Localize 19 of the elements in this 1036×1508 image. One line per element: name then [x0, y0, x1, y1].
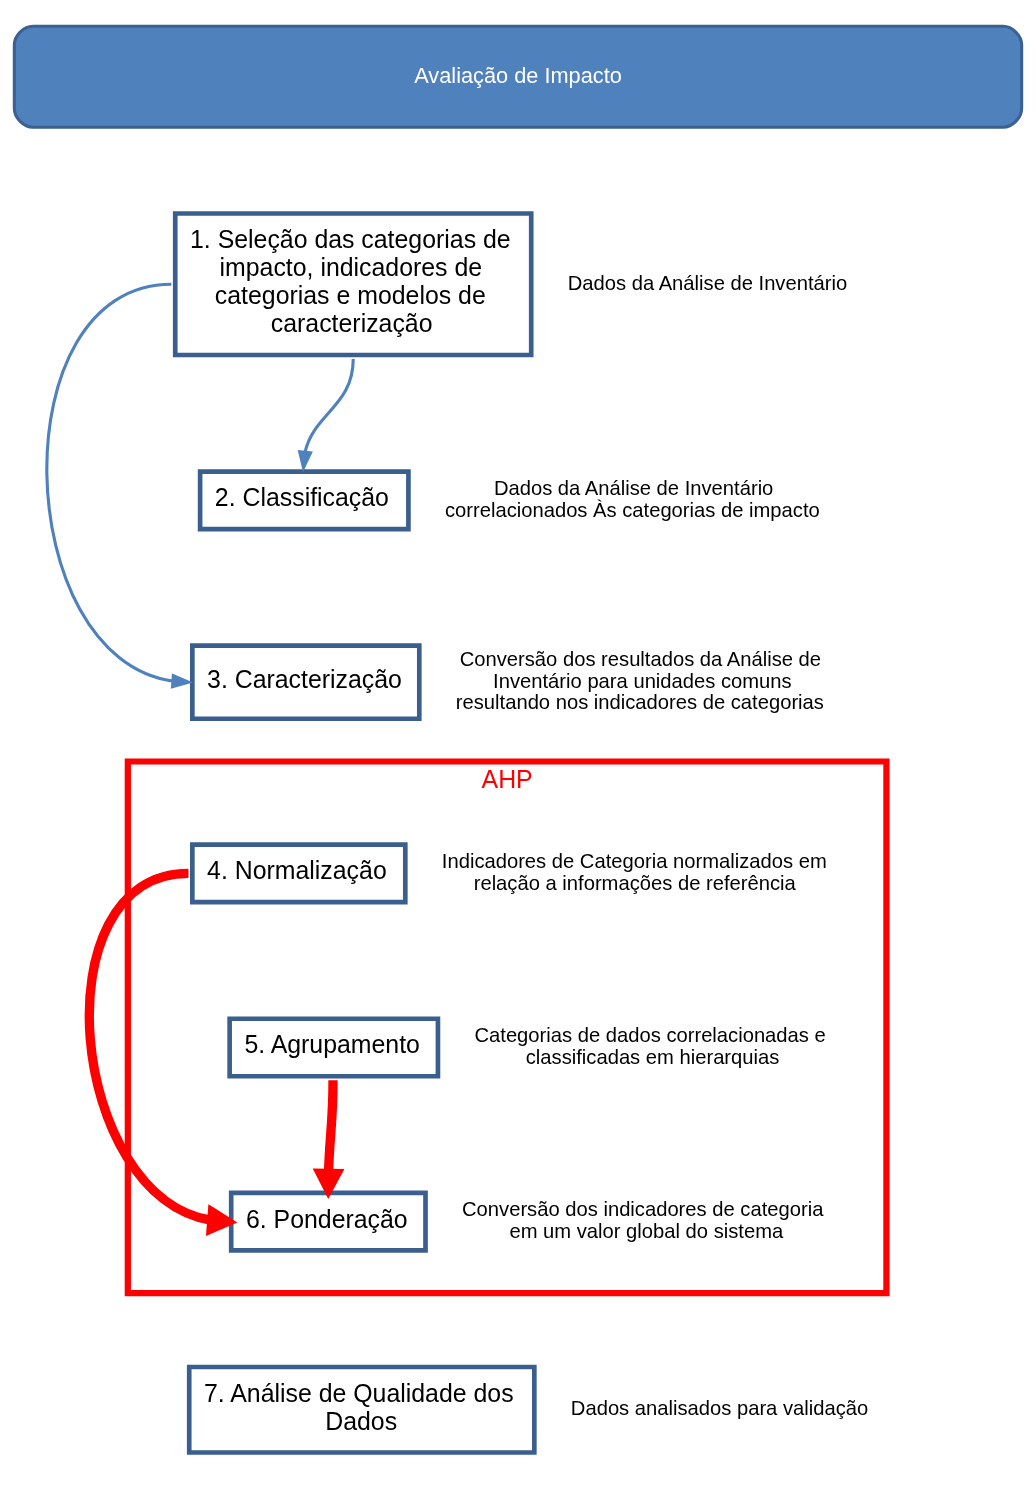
node-box: 1. Seleção das categorias de impacto, indicadores de categorias e modelos de caracterização — [172, 210, 534, 357]
node-box: 5. Agrupamento — [227, 1015, 441, 1079]
node-label: Dados analisados para validação — [570, 1396, 869, 1419]
arrow — [312, 1079, 345, 1199]
node-label: Conversão dos resultados da Análise de Inventário para unidades comuns resultando nos indicadores de categorias — [455, 647, 824, 713]
node-label: Dados da Análise de Inventário — [567, 271, 848, 294]
node-box: 3. Caracterização — [190, 642, 422, 721]
node-box: 6. Ponderação — [228, 1190, 428, 1253]
arrow — [85, 868, 238, 1236]
arrow — [45, 282, 194, 689]
node-box: Avaliação de Impacto — [12, 24, 1024, 129]
node-label: Categorias de dados correlacionadas e classificadas em hierarquias — [474, 1023, 826, 1068]
node-box: 7. Análise de Qualidade dos Dados — [186, 1364, 537, 1455]
node-box: 2. Classificação — [197, 468, 411, 531]
node-box: 4. Normalização — [190, 841, 408, 904]
node-label: Indicadores de Categoria normalizados em relação a informações de referência — [441, 849, 827, 894]
arrow — [297, 358, 355, 472]
node-label: Conversão dos indicadores de categoria em um valor global do sistema — [462, 1197, 824, 1242]
node-label: Dados da Análise de Inventário correlacionados Às categorias de impacto — [444, 476, 820, 521]
